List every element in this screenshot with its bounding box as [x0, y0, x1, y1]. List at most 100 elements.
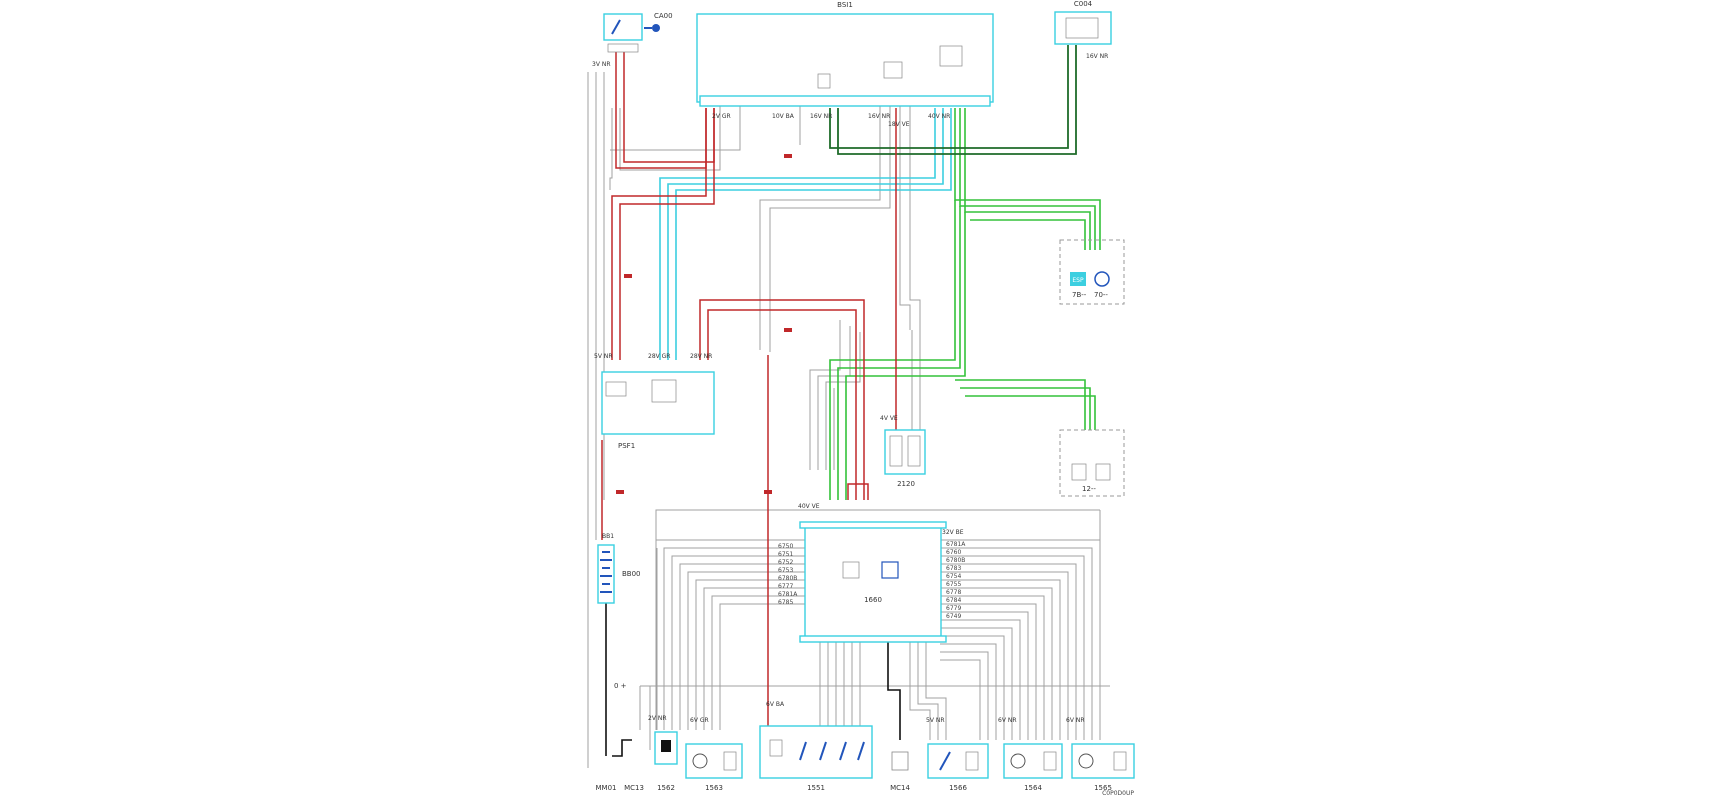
esp-text: ESP	[1072, 277, 1084, 284]
mc14-label: MC14	[890, 784, 910, 792]
c12-switch-icon	[1095, 463, 1111, 481]
wire-markers	[616, 154, 792, 494]
wire-6781a: 6781A	[778, 591, 798, 598]
c2120-label: 2120	[897, 480, 915, 488]
bsi-switch-icon	[817, 73, 831, 89]
c2120-switch-icon	[889, 435, 903, 467]
bb1-wire-label: BB1	[602, 533, 614, 540]
c1660-module: 1660 40V VE 32V BE 6750 6751 6752 6753 6…	[778, 503, 966, 643]
wire-6785: 6785	[778, 599, 793, 606]
marker-2	[624, 274, 628, 278]
bsi-conn-18v: 18V VE	[888, 121, 910, 128]
c1565-motor-icon	[1078, 753, 1094, 769]
c1566-sensor-icon	[965, 751, 979, 771]
marker-3	[784, 328, 788, 332]
bsi-relay-icon	[939, 45, 963, 67]
esp-icon	[1070, 272, 1086, 286]
c1565-conn: 6V NR	[1066, 717, 1085, 724]
wires-black	[605, 600, 901, 757]
bsi-conn-40v: 40V NR	[928, 113, 950, 120]
abs-esp-group: ESP 7B-- 70--	[1059, 239, 1125, 305]
c1565-sensor-icon	[1113, 751, 1127, 771]
bsi1-module: BSI1 2V GR 10V BA 16V NR 16V NR 18V VE 4…	[696, 1, 994, 128]
c1551-label: 1551	[807, 784, 825, 792]
c1566-module: 1566 5V NR	[926, 717, 989, 792]
c1660-ecu-icon	[842, 561, 860, 579]
c2120-conn-label: 4V VE	[880, 415, 898, 422]
c12-label: 12--	[1082, 485, 1096, 493]
key-switch-icon	[611, 19, 621, 35]
ca00-label: CA00	[654, 12, 673, 20]
c1566-switch-icon	[939, 751, 951, 771]
psf1-conn-right: 28V NR	[690, 353, 712, 360]
wire-6754: 6754	[946, 573, 961, 580]
c1660-label: 1660	[864, 596, 882, 604]
bsi-conn-10v: 10V BA	[772, 113, 795, 120]
wire-6749: 6749	[946, 613, 961, 620]
c1563-sensor-icon	[723, 751, 737, 771]
psf1-module: PSF1 5V NR 28V GR 28V NR	[594, 353, 715, 450]
footer-code: C0P0D0UP	[1102, 790, 1134, 797]
marker-5	[764, 490, 768, 494]
c12-relay-icon	[1071, 463, 1087, 481]
c1551-valves-icon	[799, 741, 865, 761]
c1562-conn: 2V NR	[648, 715, 667, 722]
c1566-conn: 5V NR	[926, 717, 945, 724]
c1563-motor-icon	[692, 753, 708, 769]
psf1-relay-icon	[605, 381, 627, 397]
c004-conn-label: 16V NR	[1086, 53, 1108, 60]
c70-label: 70--	[1094, 291, 1108, 299]
c1564-label: 1564	[1024, 784, 1042, 792]
c2120-module: 2120 4V VE	[880, 415, 926, 488]
c1565-module: 1565 6V NR	[1066, 717, 1135, 792]
mc13-ground: MC13	[624, 784, 644, 792]
wire-6750: 6750	[778, 543, 793, 550]
battery-cells-icon	[600, 551, 612, 593]
c2120-brake-icon	[907, 435, 921, 467]
wire-6780b: 6780B	[778, 575, 797, 582]
c1566-label: 1566	[949, 784, 967, 792]
bsi-conn-16v2: 16V NR	[868, 113, 890, 120]
c1564-conn: 6V NR	[998, 717, 1017, 724]
c1563-conn: 6V GR	[690, 717, 709, 724]
group-12: 12--	[1059, 429, 1125, 497]
ca00-conn-label: 3V NR	[592, 61, 611, 68]
c1551-actuator-icon	[769, 739, 783, 757]
wire-6783: 6783	[946, 565, 961, 572]
ca00-module: CA00 3V NR	[592, 12, 673, 68]
psf1-label: PSF1	[618, 442, 635, 450]
c1660-conn-left: 40V VE	[798, 503, 820, 510]
wires-red	[601, 52, 897, 730]
wire-6780b-r: 6780B	[946, 557, 965, 564]
wire-6753: 6753	[778, 567, 793, 574]
bb00-label: BB00	[622, 570, 641, 578]
c1564-sensor-icon	[1043, 751, 1057, 771]
c1562-sensor-icon	[661, 740, 671, 752]
wire-6760: 6760	[946, 549, 961, 556]
c1551-conn: 6V BA	[766, 701, 785, 708]
mm01-ground: MM01	[596, 784, 617, 792]
wire-6781a-r: 6781A	[946, 541, 966, 548]
c004-module: C004 16V NR	[1054, 0, 1112, 60]
wire-6784: 6784	[946, 597, 961, 604]
bsi-conn-16v: 16V NR	[810, 113, 832, 120]
psf1-conn-left: 5V NR	[594, 353, 613, 360]
c1562-label: 1562	[657, 784, 675, 792]
marker-1	[784, 154, 788, 158]
psf1-fuse-icon	[651, 379, 677, 403]
ground-label: 0 +	[614, 682, 627, 690]
bsi-fuse-icon	[883, 61, 903, 79]
c1563-label: 1563	[705, 784, 723, 792]
wire-6752: 6752	[778, 559, 793, 566]
c7b-label: 7B--	[1072, 291, 1087, 299]
wires-darkgreen	[829, 45, 1077, 155]
wire-6755: 6755	[946, 581, 961, 588]
wire-6779: 6779	[946, 605, 961, 612]
c1564-motor-icon	[1010, 753, 1026, 769]
mc13-label: MC13	[624, 784, 644, 792]
psf1-conn-mid: 28V GR	[648, 353, 670, 360]
wire-6751: 6751	[778, 551, 793, 558]
c004-screen-icon	[1065, 17, 1099, 39]
mm01-label: MM01	[596, 784, 617, 792]
